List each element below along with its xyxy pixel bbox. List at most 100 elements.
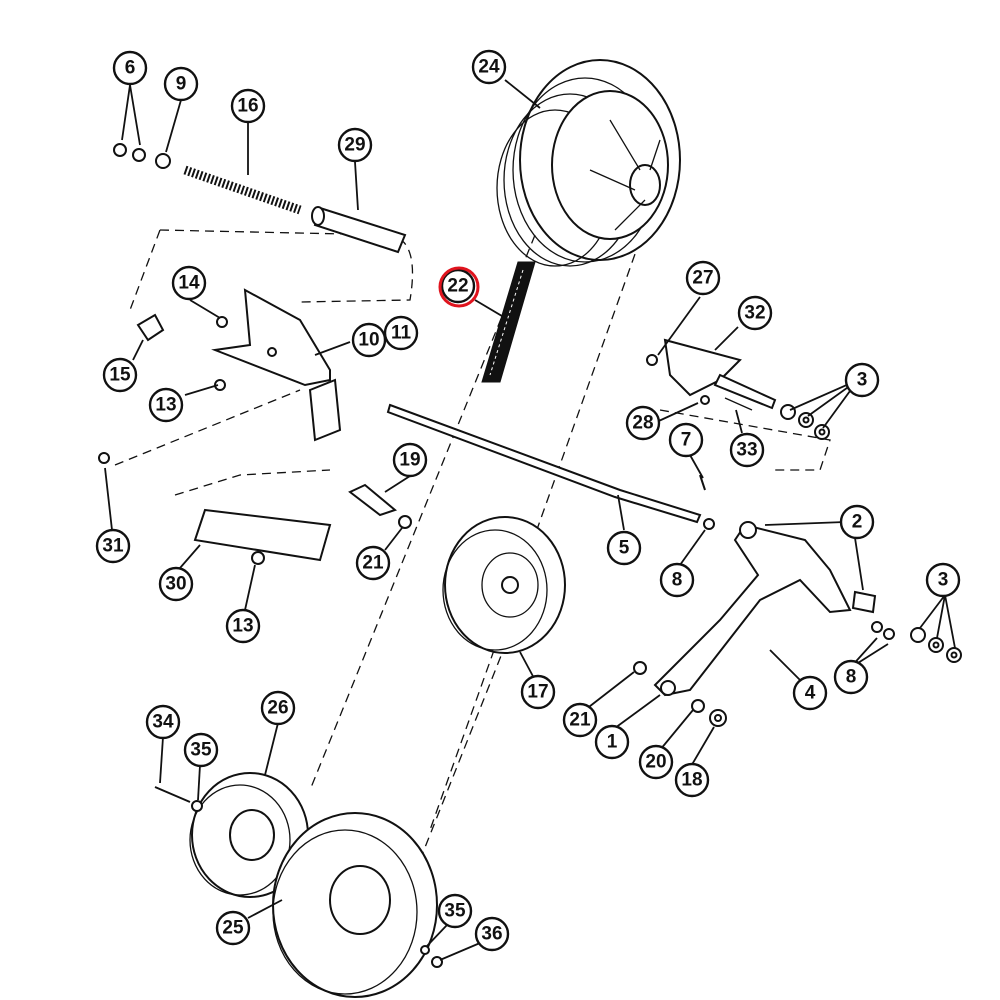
svg-text:11: 11 — [391, 323, 412, 344]
svg-text:35: 35 — [190, 740, 212, 761]
svg-text:13: 13 — [232, 616, 253, 637]
callout-31: 31 — [95, 528, 131, 564]
callout-8b: 8 — [833, 659, 869, 695]
svg-text:15: 15 — [109, 365, 131, 386]
svg-text:9: 9 — [176, 74, 187, 95]
svg-text:3: 3 — [938, 570, 949, 591]
svg-text:14: 14 — [178, 273, 200, 294]
bracket-10-11 — [211, 288, 342, 442]
svg-text:34: 34 — [152, 712, 174, 733]
callout-13b: 13 — [225, 608, 261, 644]
svg-text:6: 6 — [125, 58, 136, 79]
rod-5 — [386, 403, 715, 530]
svg-text:28: 28 — [632, 413, 653, 434]
svg-text:16: 16 — [237, 96, 258, 117]
bracket-plate-30 — [193, 508, 332, 565]
splined-shaft-22 — [481, 261, 536, 383]
lever-arm-4 — [653, 521, 877, 697]
callout-7: 7 — [668, 422, 704, 458]
callout-21a: 21 — [355, 545, 391, 581]
callout-labels: 6 9 16 29 24 22 14 15 13 10 11 31 19 21 … — [95, 49, 961, 952]
pulley-17 — [442, 516, 566, 654]
svg-text:27: 27 — [692, 268, 713, 289]
callout-29: 29 — [337, 127, 373, 163]
pulley-26 — [154, 772, 309, 898]
callout-22: 22 — [440, 268, 476, 304]
svg-text:4: 4 — [805, 683, 816, 704]
svg-text:33: 33 — [736, 440, 757, 461]
svg-text:13: 13 — [155, 395, 176, 416]
small-hardware-13-14-15 — [98, 313, 228, 464]
callout-1: 1 — [594, 724, 630, 760]
callout-2: 2 — [839, 504, 875, 540]
svg-text:24: 24 — [478, 57, 500, 78]
callout-11: 11 — [383, 315, 419, 351]
svg-text:1: 1 — [607, 732, 618, 753]
svg-text:26: 26 — [267, 698, 288, 719]
callout-13a: 13 — [148, 387, 184, 423]
callout-3a: 3 — [844, 362, 880, 398]
callout-18: 18 — [674, 762, 710, 798]
callout-21b: 21 — [562, 702, 598, 738]
svg-text:21: 21 — [362, 553, 384, 574]
callout-34: 34 — [145, 704, 181, 740]
callout-16: 16 — [230, 88, 266, 124]
callout-17: 17 — [520, 674, 556, 710]
svg-text:5: 5 — [619, 538, 630, 559]
callout-20: 20 — [638, 744, 674, 780]
svg-text:8: 8 — [846, 667, 857, 688]
callout-35a: 35 — [183, 732, 219, 768]
callout-36: 36 — [474, 916, 510, 952]
svg-text:3: 3 — [857, 370, 868, 391]
callout-10: 10 — [351, 322, 387, 358]
svg-text:10: 10 — [358, 330, 379, 351]
washers-3-upper — [780, 404, 830, 440]
svg-text:17: 17 — [527, 682, 548, 703]
callout-24: 24 — [471, 49, 507, 85]
callout-33: 33 — [729, 432, 765, 468]
callout-5: 5 — [606, 530, 642, 566]
svg-text:18: 18 — [681, 770, 702, 791]
washers-3-lower — [871, 621, 962, 663]
callout-32: 32 — [737, 295, 773, 331]
callout-3b: 3 — [925, 562, 961, 598]
callout-6: 6 — [112, 50, 148, 86]
svg-text:36: 36 — [481, 924, 502, 945]
callout-28: 28 — [625, 405, 661, 441]
bolt-19 — [348, 483, 412, 529]
small-hardware-35-36 — [420, 945, 443, 968]
callout-25: 25 — [215, 910, 251, 946]
svg-text:7: 7 — [681, 430, 692, 451]
bracket-32 — [646, 338, 777, 411]
svg-text:30: 30 — [165, 574, 186, 595]
callout-15: 15 — [102, 357, 138, 393]
svg-text:25: 25 — [222, 918, 244, 939]
svg-text:31: 31 — [102, 536, 124, 557]
multi-groove-pulley-24 — [496, 59, 681, 267]
svg-text:35: 35 — [444, 901, 466, 922]
svg-text:20: 20 — [645, 752, 666, 773]
callout-22-highlight — [438, 266, 480, 308]
callout-35b: 35 — [437, 893, 473, 929]
callout-26: 26 — [260, 690, 296, 726]
callout-14: 14 — [171, 265, 207, 301]
svg-text:22: 22 — [447, 276, 468, 297]
callout-27: 27 — [685, 260, 721, 296]
svg-text:32: 32 — [744, 303, 765, 324]
callout-8a: 8 — [659, 562, 695, 598]
nuts-washers-6-9 — [113, 143, 171, 169]
callout-19: 19 — [392, 442, 428, 478]
spring-16 — [183, 165, 302, 215]
pulley-25 — [272, 812, 438, 998]
svg-text:19: 19 — [399, 450, 420, 471]
svg-text:29: 29 — [344, 135, 365, 156]
callout-9: 9 — [163, 66, 199, 102]
svg-text:8: 8 — [672, 570, 683, 591]
pin-29 — [311, 206, 407, 254]
callout-4: 4 — [792, 675, 828, 711]
svg-text:2: 2 — [852, 512, 863, 533]
small-hardware-18-20-21 — [633, 661, 727, 727]
callout-30: 30 — [158, 566, 194, 602]
svg-text:21: 21 — [569, 710, 591, 731]
